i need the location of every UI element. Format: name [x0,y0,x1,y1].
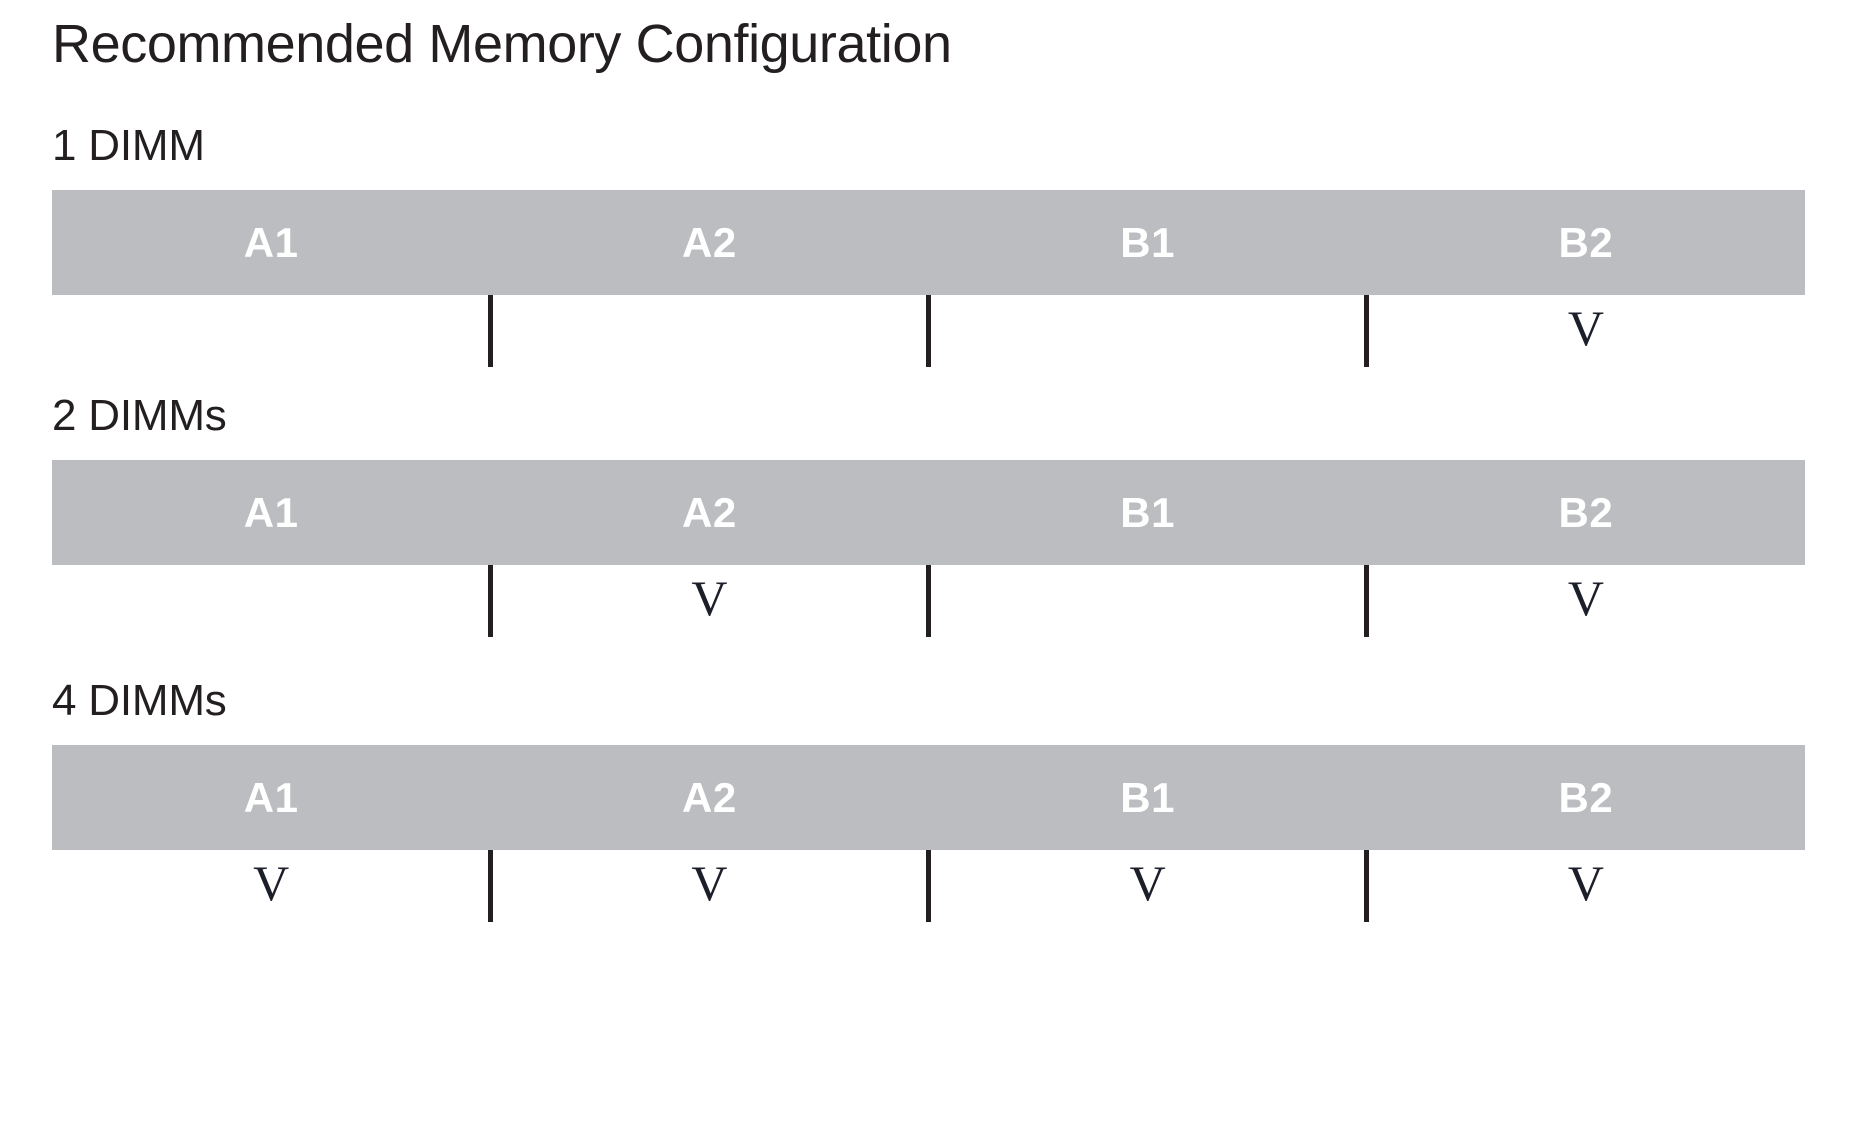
slot-mark-row: V V V V [52,850,1805,942]
slot-divider-icon [488,295,493,367]
slot-header-a2: A2 [682,218,737,266]
slot-mark-b2: V [1367,295,1805,387]
slot-mark-a1 [52,565,490,657]
slot-mark-b2: V [1367,850,1805,942]
dimm-slot-table: A1 A2 B1 B2 V V [52,460,1805,657]
dimm-slot-table: A1 A2 B1 B2 V [52,190,1805,387]
slot-header-bar: A1 A2 B1 B2 [52,460,1805,565]
slot-header-b1: B1 [1120,218,1175,266]
slot-divider-icon [1364,850,1369,922]
slot-divider-icon [1364,295,1369,367]
slot-header-a1: A1 [243,218,299,266]
slot-divider-icon [926,565,931,637]
slot-header-bar: A1 A2 B1 B2 [52,745,1805,850]
slot-header-b1: B1 [1120,773,1175,821]
slot-divider-icon [926,295,931,367]
slot-header-a1: A1 [243,488,299,536]
slot-header-b2: B2 [1558,218,1614,266]
config-block-label: 1 DIMM [52,121,205,170]
slot-mark-b1 [929,565,1367,657]
slot-header-b2: B2 [1558,488,1614,536]
check-mark-icon: V [1567,570,1604,626]
slot-mark-a2 [490,295,928,387]
check-mark-icon: V [1129,855,1166,911]
check-mark-icon: V [1567,300,1604,356]
dimm-slot-table: A1 A2 B1 B2 V V V V [52,745,1805,942]
slot-mark-b2: V [1367,565,1805,657]
check-mark-icon: V [691,570,728,626]
check-mark-icon: V [1567,855,1604,911]
slot-mark-row: V V [52,565,1805,657]
slot-divider-icon [1364,565,1369,637]
slot-mark-b1 [929,295,1367,387]
slot-divider-icon [488,850,493,922]
slot-mark-a1: V [52,850,490,942]
slot-mark-row: V [52,295,1805,387]
slot-mark-a1 [52,295,490,387]
slot-header-a1: A1 [243,773,299,821]
slot-divider-icon [488,565,493,637]
slot-header-b2: B2 [1558,773,1614,821]
slot-header-a2: A2 [682,773,737,821]
config-block-label: 4 DIMMs [52,676,227,725]
slot-mark-b1: V [929,850,1367,942]
slot-mark-a2: V [490,565,928,657]
slot-header-bar: A1 A2 B1 B2 [52,190,1805,295]
check-mark-icon: V [691,855,728,911]
slot-header-a2: A2 [682,488,737,536]
config-block-label: 2 DIMMs [52,391,227,440]
slot-header-b1: B1 [1120,488,1175,536]
slot-divider-icon [926,850,931,922]
check-mark-icon: V [253,855,290,911]
page-title: Recommended Memory Configuration [52,14,952,74]
slot-mark-a2: V [490,850,928,942]
